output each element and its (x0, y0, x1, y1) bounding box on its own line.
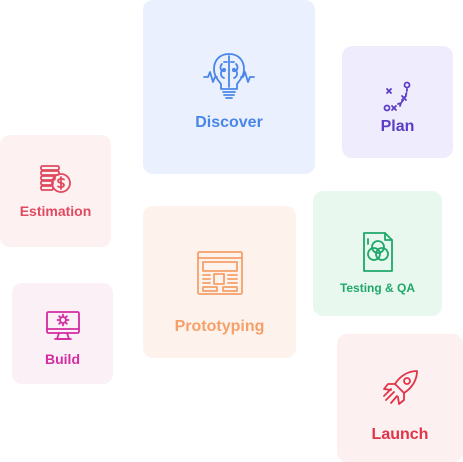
monitor-gear-icon (45, 311, 80, 340)
card-label: Prototyping (174, 318, 265, 335)
brain-bulb-icon (203, 53, 255, 99)
card-plan: Plan (342, 46, 453, 158)
card-label: Launch (371, 426, 429, 443)
wireframe-icon (196, 251, 243, 295)
card-build: Build (12, 283, 113, 384)
card-label: Estimation (19, 203, 92, 219)
card-launch: Launch (337, 334, 463, 462)
card-label: Plan (380, 118, 415, 135)
card-estimation: Estimation (0, 135, 111, 247)
rocket-icon (383, 370, 418, 405)
card-label: Discover (195, 114, 263, 131)
card-testing: Testing & QA (313, 191, 442, 316)
strategy-plan-icon (383, 81, 410, 112)
document-test-icon (362, 232, 393, 272)
card-label: Testing & QA (339, 281, 416, 295)
card-discover: Discover (143, 0, 315, 174)
card-label: Build (45, 351, 80, 367)
card-prototyping: Prototyping (143, 206, 296, 358)
coins-dollar-icon (39, 165, 71, 193)
